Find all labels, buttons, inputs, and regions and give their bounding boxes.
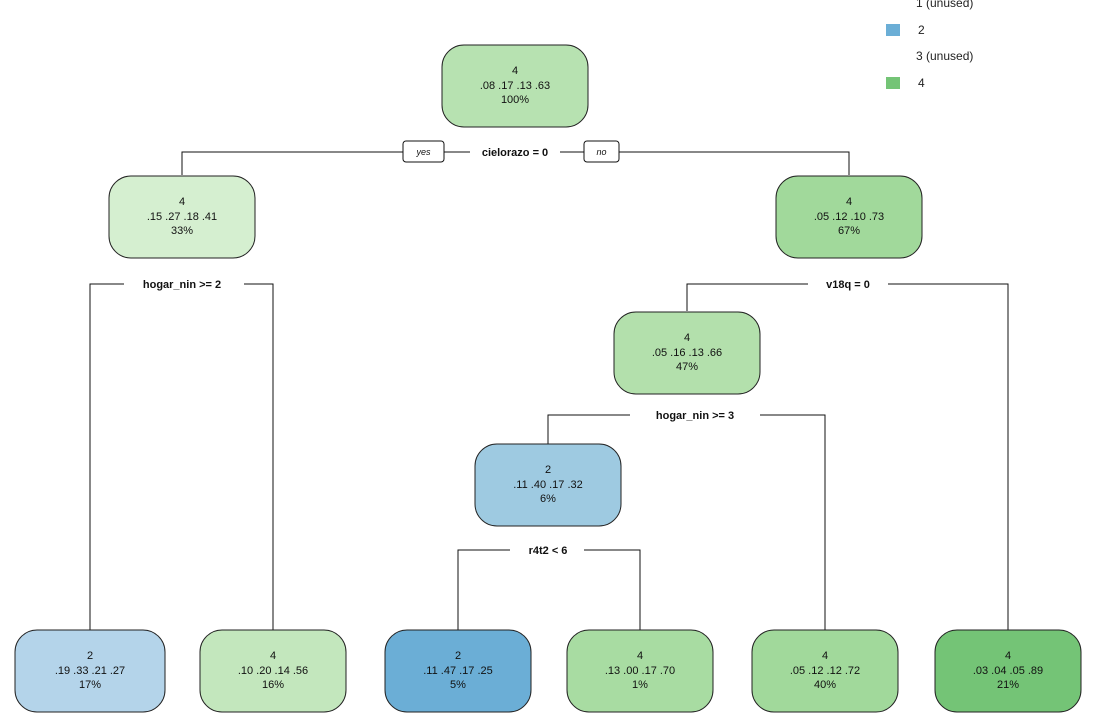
edge-s4-left: [547, 414, 630, 444]
split-label-hogar-nin-2: hogar_nin >= 2: [143, 279, 221, 291]
edge-s2-right: [244, 283, 274, 630]
node-class: 4: [512, 65, 518, 77]
node-class: 4: [637, 650, 643, 662]
legend-item-4: 4: [886, 74, 1086, 101]
node-class: 4: [1005, 650, 1011, 662]
node-probs: .03 .04 .05 .89: [973, 665, 1043, 677]
node-percent: 1%: [632, 679, 648, 691]
node-probs: .05 .16 .13 .66: [652, 347, 722, 359]
edge-s3-right: [888, 283, 1009, 630]
legend-swatch: [886, 76, 900, 89]
node-class: 4: [179, 196, 185, 208]
node-probs: .11 .40 .17 .32: [513, 479, 583, 491]
node-percent: 16%: [262, 679, 284, 691]
legend-item-2: 2: [886, 21, 1086, 48]
tree-edges: [89, 151, 1009, 630]
node-box: [108, 175, 256, 259]
legend-label: 3 (unused): [916, 49, 974, 63]
node-box: [199, 629, 347, 713]
legend-item-1: 1 (unused): [886, 0, 1086, 21]
node-probs: .13 .00 .17 .70: [605, 665, 675, 677]
split-label-v18q: v18q = 0: [826, 279, 870, 291]
node-class: 4: [684, 332, 690, 344]
split-label-bg: [478, 146, 552, 160]
split-label-cielorazo: cielorazo = 0: [482, 147, 548, 159]
node-3: 4 .05 .12 .10 .73 67%: [775, 175, 923, 259]
node-box: [384, 629, 532, 713]
node-class: 4: [822, 650, 828, 662]
legend-label: 1 (unused): [916, 0, 974, 10]
legend-item-3: 3 (unused): [886, 47, 1086, 74]
node-percent: 21%: [997, 679, 1019, 691]
edge-root-right: [619, 151, 850, 175]
legend-swatch: [886, 23, 900, 36]
node-probs: .10 .20 .14 .56: [238, 665, 308, 677]
node-box: [934, 629, 1082, 713]
node-percent: 6%: [540, 493, 556, 505]
node-box: [441, 44, 589, 128]
node-percent: 17%: [79, 679, 101, 691]
legend-label: 4: [918, 75, 925, 90]
no-box: [583, 140, 620, 163]
leaf-3: 2 .11 .47 .17 .25 5%: [384, 629, 532, 713]
leaf-1: 2 .19 .33 .21 .27 17%: [14, 629, 166, 713]
split-label-bg: [823, 278, 873, 292]
edge-s4-right: [760, 414, 826, 630]
split-label-bg: [652, 409, 738, 423]
node-box: [751, 629, 899, 713]
split-label-bg: [139, 278, 225, 292]
node-percent: 40%: [814, 679, 836, 691]
node-probs: .08 .17 .13 .63: [480, 80, 550, 92]
edge-s5-right: [584, 549, 641, 630]
yes-box: [402, 140, 445, 163]
node-percent: 5%: [450, 679, 466, 691]
node-class: 4: [270, 650, 276, 662]
split-label-hogar-nin-3: hogar_nin >= 3: [656, 410, 734, 422]
no-label: no: [596, 147, 606, 157]
node-box: [775, 175, 923, 259]
node-class: 2: [545, 464, 551, 476]
leaf-2: 4 .10 .20 .14 .56 16%: [199, 629, 347, 713]
leaf-6: 4 .03 .04 .05 .89 21%: [934, 629, 1082, 713]
node-class: 2: [87, 650, 93, 662]
split-label-r4t2: r4t2 < 6: [529, 545, 568, 557]
node-probs: .05 .12 .12 .72: [790, 665, 860, 677]
edge-root-left: [181, 151, 403, 175]
leaf-4: 4 .13 .00 .17 .70 1%: [566, 629, 714, 713]
node-2: 4 .15 .27 .18 .41 33%: [108, 175, 256, 259]
node-probs: .15 .27 .18 .41: [147, 211, 217, 223]
node-12: 2 .11 .40 .17 .32 6%: [474, 443, 622, 527]
node-box: [566, 629, 714, 713]
legend: 1 (unused) 2 3 (unused) 4: [886, 0, 1086, 100]
leaf-5: 4 .05 .12 .12 .72 40%: [751, 629, 899, 713]
edge-s3-left: [686, 283, 808, 311]
node-box: [613, 311, 761, 395]
split-label-bg: [525, 544, 571, 558]
branch-no: no: [583, 140, 620, 163]
node-percent: 47%: [676, 361, 698, 373]
node-percent: 33%: [171, 225, 193, 237]
node-probs: .05 .12 .10 .73: [814, 211, 884, 223]
node-class: 4: [846, 196, 852, 208]
node-box: [474, 443, 622, 527]
node-probs: .11 .47 .17 .25: [423, 665, 493, 677]
node-6: 4 .05 .16 .13 .66 47%: [613, 311, 761, 395]
branch-yes: yes: [402, 140, 445, 163]
split-labels: cielorazo = 0 hogar_nin >= 2 v18q = 0 ho…: [139, 146, 873, 558]
node-percent: 67%: [838, 225, 860, 237]
node-class: 2: [455, 650, 461, 662]
node-percent: 100%: [501, 94, 529, 106]
node-box: [14, 629, 166, 713]
edge-s5-left: [457, 549, 510, 630]
edge-s2-left: [89, 283, 124, 630]
node-root: 4 .08 .17 .13 .63 100%: [441, 44, 589, 128]
yes-label: yes: [415, 147, 431, 157]
node-probs: .19 .33 .21 .27: [55, 665, 125, 677]
legend-label: 2: [918, 22, 925, 37]
